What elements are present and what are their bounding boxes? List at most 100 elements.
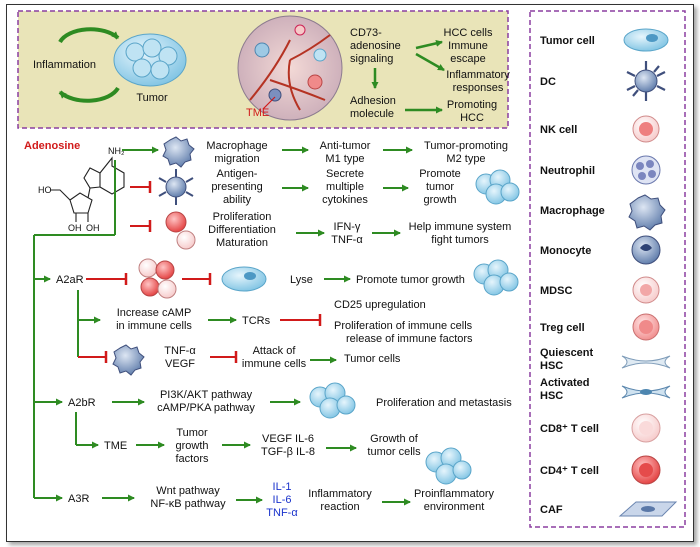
- growth-factors-line1: Tumor: [176, 427, 208, 439]
- legend-panel: [529, 10, 686, 528]
- mdsc-icon: [632, 276, 660, 304]
- cd4-t-cell-icon: [631, 455, 661, 485]
- cd73-label-line2: adenosine: [350, 40, 401, 52]
- macrophage-migration-line2: migration: [214, 153, 259, 165]
- adhesion-label-line1: Adhesion: [350, 95, 396, 107]
- legend-label-cd4-t-cell: CD4⁺ T cell: [540, 465, 599, 477]
- legend-label-nk-cell: NK cell: [540, 124, 577, 136]
- growth-factors-line2: growth: [175, 440, 208, 452]
- inflammatory-reaction-line1: Inflammatory: [308, 488, 372, 500]
- a2br-label: A2bR: [68, 397, 96, 409]
- help-immune-line2: fight tumors: [431, 234, 489, 246]
- t-cell-icon: [165, 211, 196, 250]
- a3r-path-line1: Wnt pathway: [156, 485, 220, 497]
- cytokine-line1: VEGF IL-6: [262, 433, 314, 445]
- neutrophil-icon: [631, 155, 661, 185]
- treg-cell-icon: [632, 313, 660, 341]
- growth-of-line2: tumor cells: [367, 446, 421, 458]
- oh-label-2: OH: [86, 223, 100, 233]
- secrete-line3: cytokines: [322, 194, 368, 206]
- macrophage-icon: [162, 136, 195, 168]
- tumor-promoting-m2-line2: M2 type: [446, 153, 485, 165]
- macrophage-migration-line1: Macrophage: [206, 140, 267, 152]
- hcc-escape-line3: escape: [450, 53, 485, 65]
- hcc-escape-line2: Immune: [448, 40, 488, 52]
- dc-icon: [626, 61, 666, 101]
- a3r-path-line2: NF-κB pathway: [150, 498, 226, 510]
- tumor-cluster-icon-tme: [425, 447, 472, 485]
- proliferation-line1: Proliferation: [213, 211, 272, 223]
- promote-growth-line2: tumor: [426, 181, 454, 193]
- cd73-label-line3: signaling: [350, 53, 393, 65]
- hcc-escape-line1: HCC cells: [444, 27, 493, 39]
- cd73-label-line1: CD73-: [350, 27, 382, 39]
- ifn-line1: IFN-γ: [334, 221, 361, 233]
- help-immune-line1: Help immune system: [409, 221, 512, 233]
- legend-label-quiescent-hsc-line1: Quiescent: [540, 347, 594, 359]
- promote-growth-line3: growth: [423, 194, 456, 206]
- legend-label-monocyte: Monocyte: [540, 245, 591, 257]
- dc-cell-icon: [158, 169, 194, 205]
- legend-label-tumor-cell: Tumor cell: [540, 35, 595, 47]
- legend-label-quiescent-hsc-line2: HSC: [540, 360, 563, 372]
- monocyte-icon: [631, 235, 661, 265]
- macrophage-icon: [628, 194, 666, 231]
- promote-growth-line1: Promote: [419, 168, 461, 180]
- cd8-t-cell-icon: [631, 413, 661, 443]
- tumor-cluster-icon-row2: [475, 169, 520, 205]
- prolif-metastasis-label: Proliferation and metastasis: [376, 397, 512, 409]
- tumor-cells-label: Tumor cells: [344, 353, 401, 365]
- ho-label: HO: [38, 185, 52, 195]
- caf-icon: [618, 501, 678, 517]
- tme-pointer-line: [262, 96, 276, 110]
- tme-label: TME: [246, 107, 269, 119]
- anti-tumor-m1-line2: M1 type: [325, 153, 364, 165]
- a2br-path-line2: cAMP/PKA pathway: [157, 402, 255, 414]
- camp-line2: in immune cells: [116, 320, 192, 332]
- a2ar-label: A2aR: [56, 274, 84, 286]
- growth-factors-line3: factors: [175, 453, 209, 465]
- quiescent-hsc-icon: [621, 355, 671, 369]
- legend-label-macrophage: Macrophage: [540, 205, 605, 217]
- arrow-cd73-to-inflammatory: [415, 52, 445, 72]
- il1-label: IL-1: [273, 481, 292, 493]
- adhesion-label-line2: molecule: [350, 108, 394, 120]
- legend-label-cd8-t-cell: CD8⁺ T cell: [540, 423, 599, 435]
- camp-line1: Increase cAMP: [117, 307, 192, 319]
- legend-label-dc: DC: [540, 76, 556, 88]
- legend-label-mdsc: MDSC: [540, 285, 572, 297]
- tme-circle-icon: [237, 15, 343, 121]
- a2br-path-line1: PI3K/AKT pathway: [160, 389, 253, 401]
- tumor-cell-icon: [623, 28, 669, 52]
- tumor-cluster-icon-a2ar: [473, 259, 519, 296]
- antigen-line3: ability: [223, 194, 252, 206]
- il6-label: IL-6: [273, 494, 292, 506]
- lyse-label: Lyse: [290, 274, 313, 286]
- tumor-cluster-icon-a2br: [309, 382, 356, 419]
- tnf-vegf-line1: TNF-α: [164, 345, 196, 357]
- tcrs-label: TCRs: [242, 315, 271, 327]
- legend-label-treg-cell: Treg cell: [540, 322, 585, 334]
- attack-line1: Attack of: [253, 345, 297, 357]
- attack-line2: immune cells: [242, 358, 307, 370]
- proliferation-line2: Differentiation: [208, 224, 276, 236]
- antigen-line2: presenting: [211, 181, 262, 193]
- antigen-line1: Antigen-: [217, 168, 258, 180]
- nk-cell-icon: [632, 115, 660, 143]
- proliferation-line3: Maturation: [216, 237, 268, 249]
- a3r-label: A3R: [68, 493, 89, 505]
- cycle-arrow-bottom: [58, 86, 120, 103]
- tme-branch-label: TME: [104, 440, 127, 452]
- inflammatory-reaction-line2: reaction: [320, 501, 359, 513]
- inflammatory-line2: responses: [453, 82, 504, 94]
- tumor-promoting-m2-line1: Tumor-promoting: [424, 140, 508, 152]
- tumor-label: Tumor: [136, 92, 168, 104]
- activated-hsc-icon: [621, 385, 671, 399]
- legend-label-activated-hsc-line1: Activated: [540, 377, 590, 389]
- tumor-cell-icon-a2ar: [221, 266, 267, 292]
- macrophage-icon-tnf: [112, 344, 145, 376]
- legend-label-caf: CAF: [540, 504, 563, 516]
- cycle-arrow-top: [58, 27, 120, 44]
- legend-label-neutrophil: Neutrophil: [540, 165, 595, 177]
